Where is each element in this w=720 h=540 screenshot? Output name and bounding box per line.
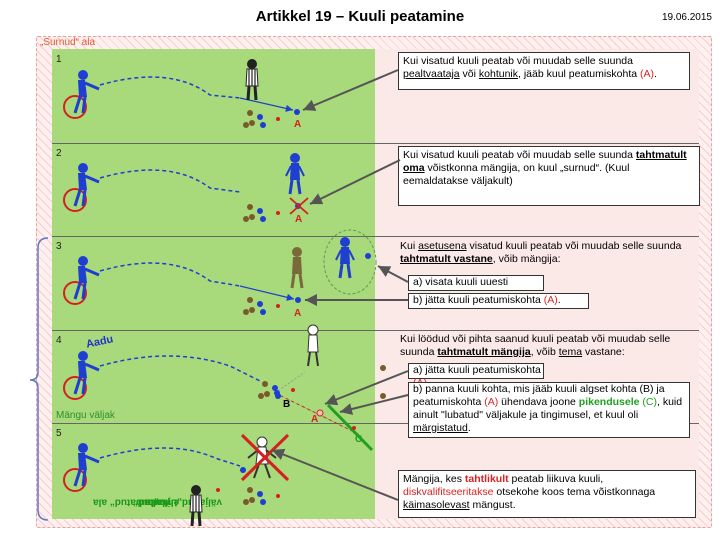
panel-2-note: Kui visatud kuuli peatab või muudab sell… (398, 146, 700, 206)
marker-ref: (C) (642, 396, 657, 408)
note-term: tahtmatult mängija (437, 346, 531, 358)
note-term: pealtvaataja (403, 68, 460, 80)
note-text: . (654, 68, 657, 80)
field-label: Mängu väljak (56, 410, 115, 421)
note-text: , jääb kuul peatumiskohta (518, 68, 641, 80)
option-a: a) jätta kuuli peatumiskohta (A) (408, 363, 544, 389)
panel-3-intro: Kui asetusena visatud kuuli peatab või m… (400, 240, 690, 266)
note-term: tema (558, 346, 583, 358)
panel-4-intro: Kui löödud või pihta saanud kuuli peatab… (400, 333, 696, 359)
marker-a: A (294, 119, 301, 130)
note-text: a) jätta kuuli peatumiskohta (413, 364, 541, 376)
panel-number: 5 (56, 428, 62, 439)
note-text: otsekohe koos tema võistkonnaga (493, 486, 656, 498)
option-a: a) visata kuuli uuesti (408, 275, 544, 291)
note-term: käimasolevast (403, 499, 470, 511)
note-text: ühendava joone (498, 396, 579, 408)
dead-area-label: „Surnud“ ala (40, 37, 96, 48)
note-term: asetusena (418, 240, 467, 252)
marker-a: A (294, 308, 301, 319)
note-term: tahtmatult vastane (400, 253, 493, 265)
note-text: Kui (400, 240, 419, 252)
note-term: märgistatud (413, 422, 468, 434)
page-date: 19.06.2015 (661, 12, 712, 23)
panel-number: 2 (56, 148, 62, 159)
note-text: , võib (530, 346, 559, 358)
note-text: b) jätta kuuli peatumiskohta (413, 294, 544, 306)
panel-divider (52, 236, 699, 237)
page-title: Artikkel 19 – Kuuli peatamine (255, 8, 465, 25)
panel-divider (52, 143, 699, 144)
note-term: tahtlikult (464, 473, 509, 485)
note-text: Kui löödud või pihta saanud kuuli peatab… (400, 333, 671, 358)
panel-number: 1 (56, 54, 62, 65)
marker-a: A (295, 214, 302, 225)
note-text: , kuid ainult "lubatud" väljakule ja tin… (413, 396, 683, 421)
note-text: või (459, 68, 479, 80)
playing-field (52, 49, 375, 519)
marker-ref: (A) (543, 294, 558, 306)
note-text: vastane: (582, 346, 625, 358)
note-term: tahtmatult oma (403, 149, 687, 174)
marker-a: A (311, 414, 318, 425)
note-text: , võib mängija: (492, 253, 561, 265)
note-text: peatab liikuva kuuli, (508, 473, 604, 485)
panel-number: 4 (56, 335, 62, 346)
note-text: Kui visatud kuuli peatab või muudab sell… (403, 55, 633, 67)
panel-5-note: Mängija, kes tahtlikult peatab liikuva k… (398, 470, 696, 518)
option-b: b) panna kuuli kohta, mis jääb kuuli alg… (408, 382, 690, 438)
note-text: mängust. (469, 499, 516, 511)
marker-ref: (A) (640, 68, 655, 80)
note-term: kohtunik (478, 68, 519, 80)
note-text: visatud kuuli peatab või muudab selle su… (466, 240, 682, 252)
panel-number: 3 (56, 241, 62, 252)
note-text: b) panna kuuli kohta, mis jääb kuuli alg… (413, 383, 665, 408)
panel-divider (52, 423, 699, 424)
option-b: b) jätta kuuli peatumiskohta (A). (408, 293, 589, 309)
marker-b: B (283, 399, 290, 410)
panel-divider (52, 330, 699, 331)
note-term: pikendusele (578, 396, 640, 408)
note-term: diskvalifitseeritakse (403, 486, 494, 498)
note-text: . (557, 294, 561, 306)
marker-c: C (355, 434, 362, 445)
note-text: võistkonna mängija, on kuul „surnud“. (K… (403, 162, 630, 187)
marker-ref: (A) (484, 396, 499, 408)
note-text: . (467, 422, 471, 434)
note-text: Kui visatud kuuli peatab või muudab sell… (403, 149, 636, 161)
note-text: Mängija, kes (403, 473, 465, 485)
panel-1-note: Kui visatud kuuli peatab või muudab sell… (398, 52, 690, 90)
